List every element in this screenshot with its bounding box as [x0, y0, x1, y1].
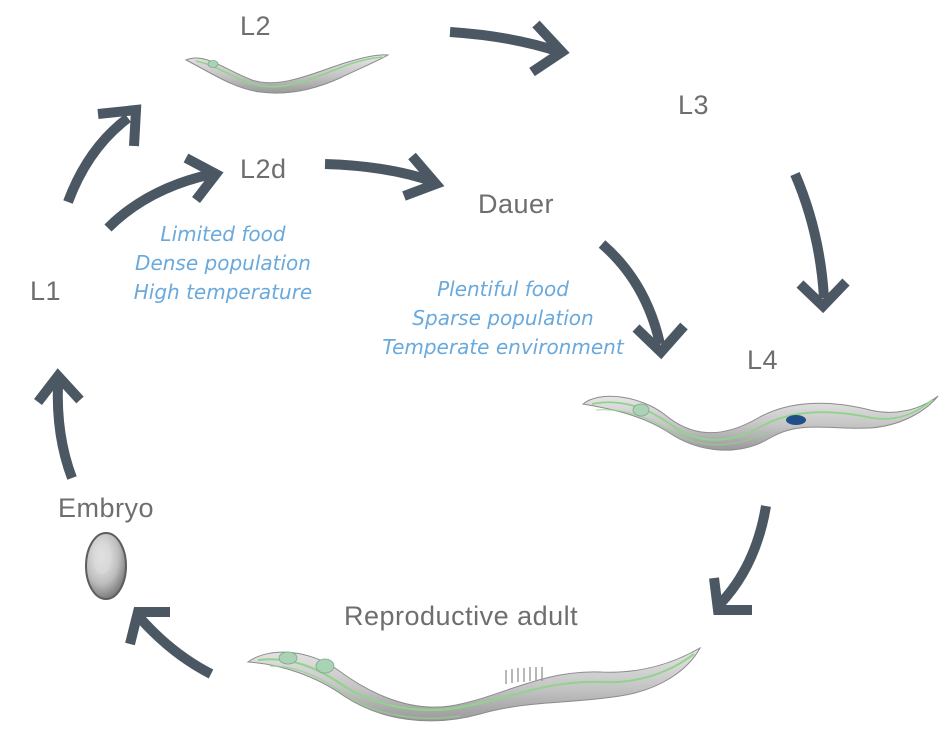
unfavorable-conditions: Limited food Dense population High tempe…: [118, 220, 328, 307]
arrow-l2d-to-dauer: [324, 152, 445, 201]
arrow-dauer-to-l4: [598, 240, 688, 360]
condition-item: High temperature: [133, 280, 313, 304]
arrow-adult-to-embryo: [125, 607, 214, 679]
arrow-l1-to-l2: [63, 104, 142, 204]
stage-label-l2d: L2d: [240, 154, 287, 184]
l2-worm-icon: [184, 54, 390, 94]
stage-label-embryo: Embryo: [58, 493, 155, 523]
condition-item: Plentiful food: [437, 277, 569, 301]
stage-label-l2: L2: [240, 11, 272, 41]
favorable-conditions: Plentiful food Sparse population Tempera…: [368, 275, 638, 362]
stage-label-l4: L4: [747, 345, 779, 375]
embryo-egg-icon: [85, 532, 127, 600]
adult-worm-icon: [246, 646, 702, 722]
arrow-l1-to-l2d: [104, 153, 224, 232]
arrow-l2-to-l3: [449, 20, 570, 77]
stage-label-l1: L1: [30, 276, 62, 306]
stage-label-l3: L3: [678, 90, 710, 120]
condition-item: Limited food: [160, 222, 286, 246]
arrow-l3-to-l4: [790, 172, 850, 314]
stage-label-adult: Reproductive adult: [344, 601, 579, 631]
stage-label-dauer: Dauer: [478, 189, 555, 219]
condition-item: Sparse population: [412, 306, 594, 330]
l4-worm-icon: [581, 395, 939, 451]
condition-item: Dense population: [135, 251, 311, 275]
arrow-l4-to-adult: [709, 505, 771, 615]
condition-item: Temperate environment: [382, 335, 624, 359]
arrow-embryo-to-l1: [34, 368, 84, 480]
